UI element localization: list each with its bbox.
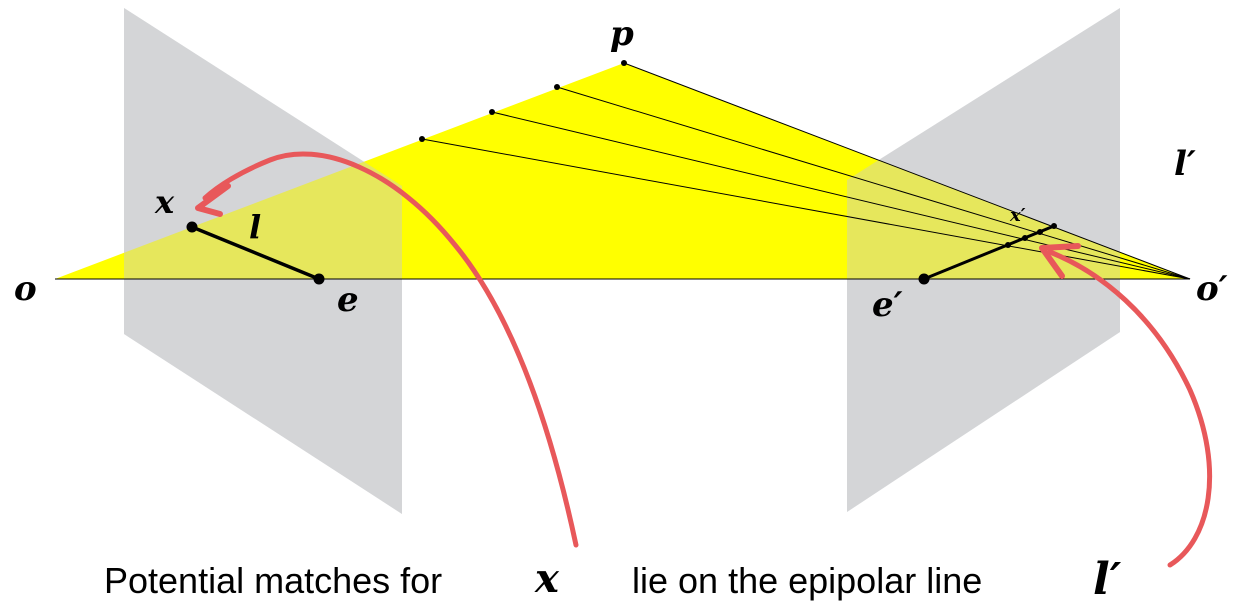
label-x: x bbox=[154, 183, 175, 221]
arrow-to-x-head bbox=[195, 183, 231, 217]
ray-2 bbox=[556, 86, 1191, 280]
candidate-point-3 bbox=[489, 109, 495, 115]
epipolar-plane bbox=[55, 63, 1190, 279]
label-o-prime: o′ bbox=[1196, 269, 1228, 309]
point-e bbox=[313, 273, 325, 285]
left-image-plane-overlay bbox=[124, 8, 402, 514]
label-x-prime: x′ bbox=[1009, 205, 1026, 226]
arrow-to-l-prime bbox=[1047, 249, 1213, 568]
epipolar-line-l-prime bbox=[923, 224, 1055, 281]
ray-p bbox=[623, 62, 1191, 280]
caption-var-x: x bbox=[534, 555, 560, 602]
candidate-matches-on-l-prime bbox=[1005, 223, 1057, 248]
arrow-to-x bbox=[202, 151, 579, 548]
caption-var-l-prime: l′ bbox=[1093, 554, 1122, 605]
label-l: l bbox=[249, 208, 261, 246]
candidate-point-4 bbox=[419, 136, 425, 142]
label-p: p bbox=[610, 14, 634, 54]
caption: Potential matches for x lie on the epipo… bbox=[104, 554, 1122, 605]
label-e: e bbox=[337, 280, 359, 320]
point-x bbox=[186, 221, 198, 233]
arrow-to-l-prime-head bbox=[1039, 243, 1081, 279]
label-l-prime: l′ bbox=[1174, 144, 1196, 184]
candidate-point-2 bbox=[554, 84, 560, 90]
label-e-prime: e′ bbox=[872, 285, 903, 325]
point-e-prime bbox=[918, 273, 930, 285]
caption-part2: lie on the epipolar line bbox=[632, 560, 982, 601]
point-p bbox=[621, 60, 627, 66]
right-image-plane-overlay bbox=[847, 8, 1120, 512]
epipolar-line-l bbox=[191, 225, 320, 281]
label-o: o bbox=[14, 269, 37, 309]
ray-3 bbox=[491, 111, 1191, 280]
candidate-points bbox=[419, 60, 627, 142]
caption-part1: Potential matches for bbox=[104, 560, 442, 601]
